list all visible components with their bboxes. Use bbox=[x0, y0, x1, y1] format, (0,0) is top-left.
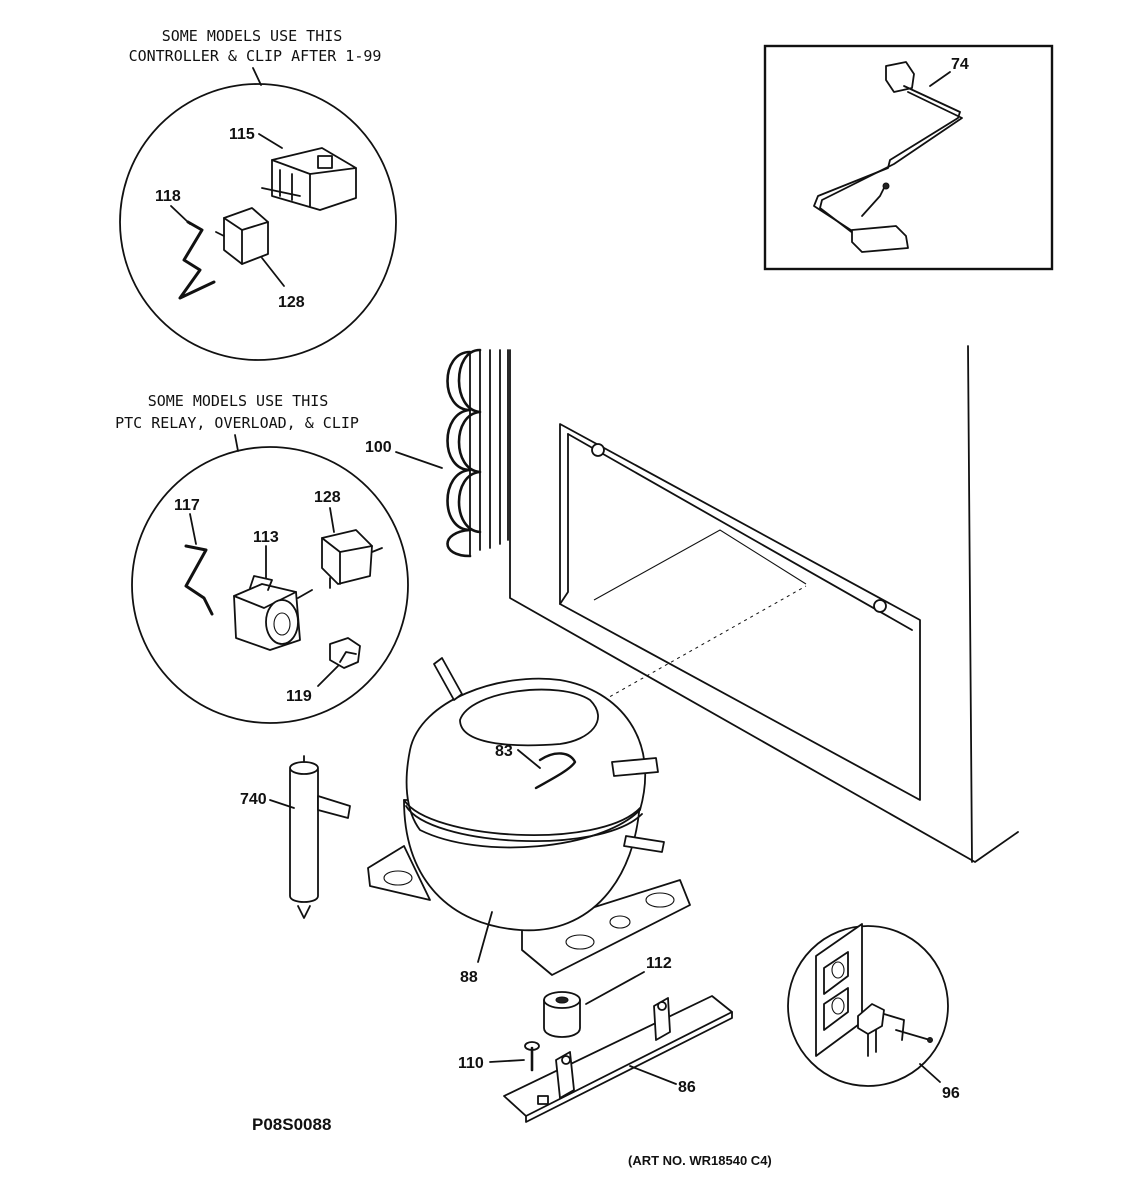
callout-100: 100 bbox=[365, 439, 392, 456]
clip-part-118 bbox=[178, 220, 216, 300]
art-number: (ART NO. WR18540 C4) bbox=[628, 1153, 772, 1168]
ptc-caption-line2: PTC RELAY, OVERLOAD, & CLIP bbox=[115, 414, 359, 432]
leader-110 bbox=[489, 1059, 525, 1063]
leader-74 bbox=[929, 71, 951, 87]
ptc-caption-leader bbox=[234, 434, 239, 452]
callout-86: 86 bbox=[678, 1079, 696, 1096]
callout-110: 110 bbox=[458, 1055, 484, 1072]
callout-112: 112 bbox=[646, 955, 672, 972]
leader-112 bbox=[585, 971, 645, 1005]
grommet-part-112 bbox=[543, 991, 581, 1038]
callout-74: 74 bbox=[951, 56, 969, 73]
screw-part-110 bbox=[524, 1041, 540, 1072]
relay-part-128-mid bbox=[321, 529, 383, 589]
callout-119: 119 bbox=[286, 688, 312, 705]
leader-117 bbox=[189, 513, 197, 545]
leader-118 bbox=[170, 205, 191, 225]
callout-117: 117 bbox=[174, 497, 200, 514]
callout-96: 96 bbox=[942, 1085, 960, 1102]
leader-88 bbox=[477, 911, 493, 963]
controller-caption-line1: SOME MODELS USE THIS bbox=[162, 27, 343, 45]
clip-part-117 bbox=[184, 544, 214, 616]
callout-115: 115 bbox=[229, 126, 255, 143]
callout-113: 113 bbox=[253, 529, 279, 546]
leader-115 bbox=[258, 133, 283, 149]
overload-clip-part-119 bbox=[329, 637, 361, 669]
drier-part-740 bbox=[289, 755, 351, 919]
ptc-caption-line1: SOME MODELS USE THIS bbox=[148, 392, 329, 410]
ptc-detail: SOME MODELS USE THIS PTC RELAY, OVERLOAD… bbox=[115, 392, 409, 724]
ptc-relay-part-113 bbox=[233, 575, 313, 651]
harness-detail-frame bbox=[763, 44, 1054, 271]
ptc-detail-circle bbox=[131, 446, 409, 724]
leader-100 bbox=[395, 451, 443, 469]
controller-caption-leader bbox=[252, 67, 262, 86]
leader-128-mid bbox=[329, 507, 335, 533]
callout-128-top: 128 bbox=[278, 294, 305, 311]
outlet-detail bbox=[787, 923, 949, 1087]
cabinet-outline bbox=[509, 345, 1019, 950]
leader-119 bbox=[317, 665, 339, 687]
bracket-part-86 bbox=[503, 995, 733, 1123]
controller-caption-line2: CONTROLLER & CLIP AFTER 1-99 bbox=[129, 47, 382, 65]
harness-part-74 bbox=[813, 61, 963, 253]
harness-detail: 74 bbox=[763, 44, 1054, 271]
leader-96 bbox=[919, 1063, 941, 1083]
relay-part-128-top bbox=[215, 207, 269, 265]
leader-128-top bbox=[261, 257, 285, 287]
callout-128-mid: 128 bbox=[314, 489, 341, 506]
leader-740 bbox=[269, 799, 295, 809]
compressor-part-88 bbox=[367, 657, 691, 976]
controller-part-115 bbox=[261, 147, 357, 211]
leader-86 bbox=[629, 1065, 677, 1085]
cord-part-96 bbox=[815, 923, 933, 1057]
callout-118: 118 bbox=[155, 188, 181, 205]
diagram-code: P08S0088 bbox=[252, 1115, 331, 1134]
outlet-detail-circle bbox=[787, 925, 949, 1087]
controller-detail: SOME MODELS USE THIS CONTROLLER & CLIP A… bbox=[119, 27, 397, 361]
controller-detail-circle bbox=[119, 83, 397, 361]
leader-83 bbox=[517, 749, 541, 769]
condenser-part-100 bbox=[446, 348, 509, 558]
callout-83: 83 bbox=[495, 743, 513, 760]
callout-740: 740 bbox=[240, 791, 267, 808]
callout-88: 88 bbox=[460, 969, 478, 986]
